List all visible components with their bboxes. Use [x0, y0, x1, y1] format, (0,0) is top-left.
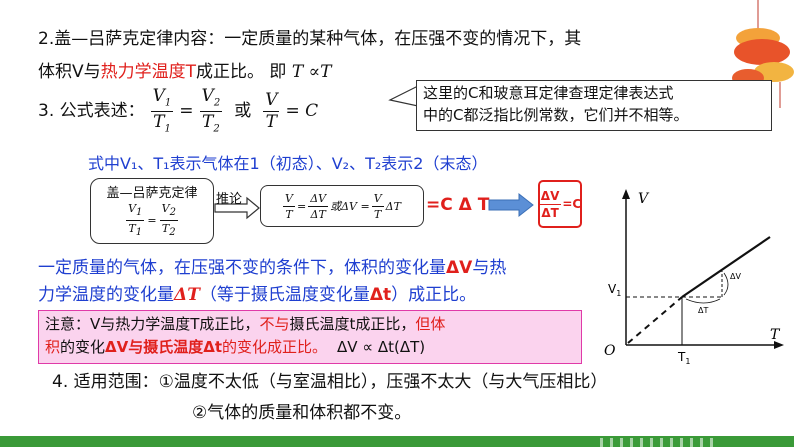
attention-note: 注意：V与热力学温度T成正比，不与摄氏温度t成正比，但体 积的变化ΔV与摄氏温度… — [38, 310, 582, 364]
thermodynamic-temperature-highlight: 热力学温度T — [100, 62, 197, 82]
law-content-line2: 体积V与热力学温度T成正比。 即 T ∝T — [38, 62, 332, 82]
formula-label: 3. 公式表述： — [38, 101, 145, 121]
t1-label: T1 — [677, 350, 690, 366]
paragraph-line2: 力学温度的变化量ΔT（等于摄氏温度变化量Δt）成正比。 — [38, 285, 477, 305]
law-content-line1: 2.盖—吕萨克定律内容：一定质量的某种气体，在压强不变的情况下，其 — [38, 29, 582, 49]
v-axis-label: V — [638, 191, 650, 207]
result-arrow — [488, 192, 534, 218]
v1-label: V1 — [608, 282, 621, 298]
dt-label: ΔT — [698, 306, 708, 315]
v-t-graph: ΔV ΔT V T O V1 T1 — [604, 189, 784, 366]
applicable-range-line1: 4. 适用范围：①温度不太低（与室温相比），压强不太大（与大气压相比） — [52, 372, 608, 392]
state-variable-note: 式中V₁、T₁表示气体在1（初态）、V₂、T₂表示2（末态） — [88, 154, 488, 173]
formula-line: 3. 公式表述： V1 T1 = V2 T2 或 V T = C — [38, 86, 319, 134]
fraction-v2-t2: V2 T2 — [199, 86, 223, 134]
fraction-v1-t1: V1 T1 — [150, 86, 174, 134]
constant-callout: 这里的C和玻意耳定律查理定律表达式 中的C都泛指比例常数，它们并不相等。 — [416, 80, 772, 131]
t-axis-label: T — [770, 327, 781, 343]
derived-result: =C Δ T — [426, 195, 490, 215]
lantern-decoration — [732, 0, 794, 108]
applicable-range-line2: ②气体的质量和体积都不变。 — [192, 403, 412, 423]
footer-band — [0, 436, 794, 447]
dv-label: ΔV — [730, 272, 741, 281]
inference-label: 推论 — [216, 192, 243, 207]
origin-label: O — [604, 343, 616, 359]
paragraph-line1: 一定质量的气体，在压强不变的条件下，体积的变化量ΔV与热 — [38, 258, 507, 278]
fraction-v-t: V T — [263, 89, 280, 132]
v-t-line — [681, 236, 771, 298]
inference-arrow — [214, 196, 260, 220]
callout-pointer — [388, 85, 418, 107]
proportional-formula: T ∝T — [291, 62, 332, 82]
extrapolated-line — [627, 296, 683, 344]
